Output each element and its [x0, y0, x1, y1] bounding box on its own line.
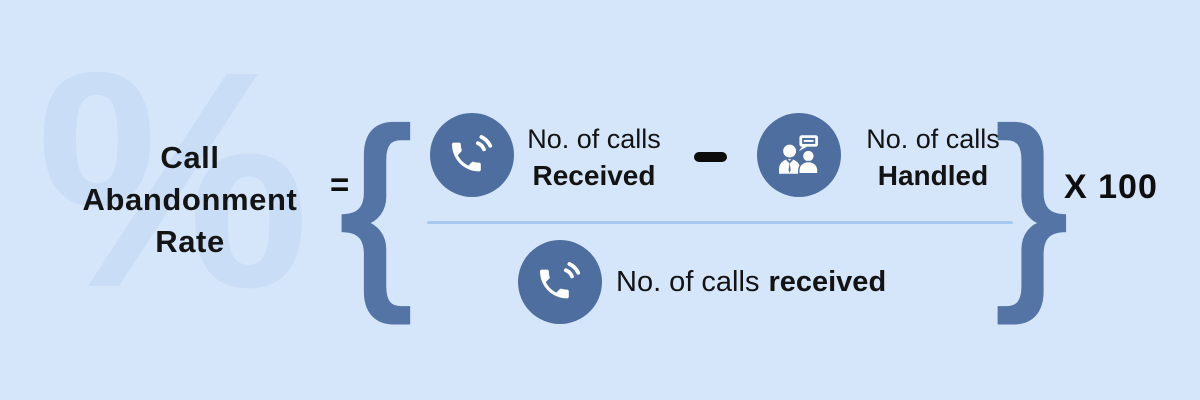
- calls-handled-line1: No. of calls: [866, 124, 1000, 154]
- denominator-bold-text: received: [768, 266, 887, 298]
- minus-operator-icon: [694, 152, 727, 162]
- percent-watermark-icon: %: [36, 8, 310, 352]
- calls-received-line2: Received: [532, 160, 656, 191]
- close-brace: }: [994, 86, 1070, 323]
- phone-call-glyph: [540, 262, 581, 299]
- phone-call-glyph: [452, 135, 493, 172]
- open-brace: {: [338, 86, 414, 323]
- phone-call-icon: [518, 240, 602, 324]
- calls-handled-line2: Handled: [877, 160, 989, 191]
- numerator-received-label: No. of calls Received: [508, 124, 680, 192]
- fraction-divider: [427, 221, 1013, 224]
- multiplier-label: X 100: [1064, 168, 1158, 206]
- agents-chat-icon: [757, 113, 841, 197]
- page-title: Call Abandonment Rate: [82, 140, 298, 259]
- denominator-regular-text: No. of calls: [616, 266, 760, 298]
- equals-sign: =: [330, 166, 350, 203]
- agents-chat-glyph: [779, 135, 819, 175]
- phone-call-icon: [430, 113, 514, 197]
- numerator-handled-label: No. of calls Handled: [847, 124, 1019, 192]
- calls-received-line1: No. of calls: [527, 124, 661, 154]
